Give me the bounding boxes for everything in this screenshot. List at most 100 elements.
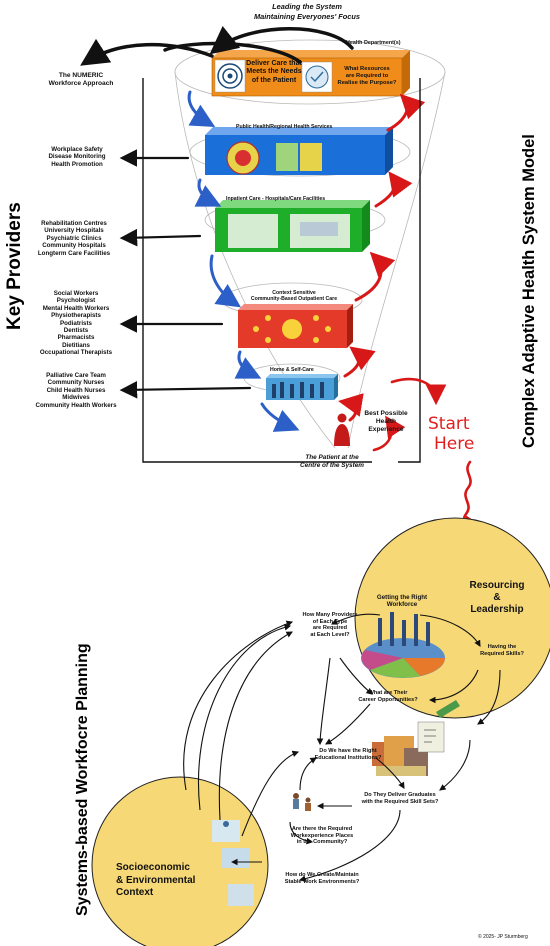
provider-item: Podiatrists	[60, 319, 92, 327]
provider-item: Social Workers	[53, 290, 99, 297]
q-line: Career Opportunities?	[358, 696, 418, 703]
community-box	[238, 304, 353, 348]
frame-lines	[142, 78, 421, 463]
socio-line: Socioeconomic	[116, 862, 190, 873]
q-stable: How do We Create/Maintain Stable Work En…	[266, 872, 378, 885]
patient-centre-line: The Patient at the	[305, 454, 359, 461]
red-arrows	[338, 93, 426, 422]
required-skills-line: Required Skills?	[480, 650, 524, 657]
resourcing-circle	[354, 517, 550, 719]
required-skills-label: Having the Required Skills?	[466, 644, 538, 657]
planning-arrows	[183, 613, 501, 882]
top-orange-box	[211, 50, 410, 97]
q-line: Do We have the Right	[319, 748, 377, 754]
level-context-line: Community-Based Outpatient Care	[250, 296, 338, 302]
level-inpatient-label: Inpatient Care - Hospitals/Care Faciliti…	[226, 196, 326, 202]
provider-item: Disease Monitoring	[48, 153, 106, 161]
q-line: are Required	[312, 625, 348, 632]
q-line: Educational Institutions?	[314, 754, 382, 761]
deliver-care-line: Meets the Needs	[246, 68, 302, 76]
header-line1: Leading the System	[272, 2, 342, 11]
what-resources-line: Realise the Purpose?	[337, 80, 397, 86]
providers-group-inpatient: Rehabilitation Centres University Hospit…	[22, 220, 126, 257]
provider-item: Pharmacists	[57, 334, 95, 342]
q-line: with the Required Skill Sets?	[361, 798, 439, 805]
socio-line: Context	[116, 887, 154, 898]
patient-figure	[334, 413, 350, 446]
start-arrows	[372, 377, 484, 539]
q-line: of Each Type	[312, 618, 348, 625]
providers-group-public: Workplace Safety Disease Monitoring Heal…	[28, 146, 126, 168]
q-line: How do We Create/Maintain	[285, 872, 359, 878]
here-word: Here	[434, 434, 475, 454]
socio-line: & Environmental	[116, 874, 196, 886]
q-career: What are Their Career Opportunities?	[344, 690, 432, 703]
q-graduates: Do They Deliver Graduates with the Requi…	[346, 792, 454, 805]
right-workforce-label: Getting the Right Workforce	[366, 594, 438, 609]
q-line: at Each Level?	[310, 631, 350, 638]
level-context-line: Context Sensitive	[272, 290, 316, 296]
workforce-planning-title: Systems-based Workfocre Planning	[74, 643, 91, 916]
provider-item: Dentists	[63, 327, 89, 335]
right-workforce-line: Getting the Right	[376, 594, 428, 601]
providers-group-home: Palliative Care Team Community Nurses Ch…	[24, 372, 128, 409]
numeric-line2: Workforce Approach	[48, 80, 114, 87]
workforce-pie	[361, 612, 445, 678]
resourcing-line: Leadership	[470, 604, 524, 615]
what-resources-label: What Resources are Required to Realise t…	[332, 66, 402, 87]
required-skills-line: Having the	[487, 644, 517, 650]
health-department-label: Health Department(s)	[346, 40, 401, 46]
level-context-label: Context Sensitive Community-Based Outpat…	[238, 290, 350, 302]
q-line: Workexperience Places	[290, 832, 354, 839]
right-workforce-line: Workforce	[386, 601, 418, 609]
provider-item: Psychologist	[56, 297, 96, 305]
provider-item: Workplace Safety	[51, 146, 103, 153]
community-people	[212, 793, 311, 906]
q-how-many: How Many Providers of Each Type are Requ…	[290, 612, 370, 638]
best-experience-line: Health	[375, 418, 397, 425]
provider-item: Palliative Care Team	[46, 372, 106, 379]
provider-item: Community Health Workers	[35, 401, 117, 409]
resourcing-line: Resourcing	[469, 580, 525, 591]
patient-centre-line: Centre of the System	[300, 462, 364, 469]
what-resources-line: What Resources	[344, 66, 390, 72]
deliver-care-line: Deliver Care that	[246, 60, 302, 67]
provider-item: University Hospitals	[44, 227, 104, 235]
provider-item: Community Hospitals	[42, 242, 106, 250]
resourcing-label: Resourcing & Leadership	[452, 580, 542, 616]
best-experience-label: Best Possible Health Experience	[354, 410, 418, 434]
what-resources-line: are Required to	[345, 73, 389, 79]
best-experience-line: Experience	[368, 426, 404, 433]
copyright: © 2025- JP Sturmberg	[478, 934, 528, 940]
q-line: How Many Providers	[302, 612, 358, 618]
q-line: Stable Work Environments?	[284, 878, 360, 885]
q-line: What are Their	[368, 690, 408, 696]
institution-buildings	[372, 700, 460, 776]
best-experience-line: Best Possible	[364, 410, 408, 417]
resourcing-line: &	[493, 592, 501, 603]
q-placements: Are there the Required Workexperience Pl…	[272, 826, 372, 846]
provider-item: Occupational Therapists	[39, 349, 113, 357]
deliver-care-label: Deliver Care that Meets the Needs of the…	[244, 60, 304, 85]
complex-model-title: Complex Adaptive Health System Model	[520, 134, 538, 448]
level-home-label: Home & Self-Care	[270, 367, 314, 373]
patient-centre-label: The Patient at the Centre of the System	[282, 454, 382, 470]
provider-item: Physiotherapists	[51, 312, 101, 320]
blue-arrows	[187, 90, 300, 432]
socio-label: Socioeconomic & Environmental Context	[116, 862, 195, 900]
key-providers-title: Key Providers	[4, 202, 25, 330]
q-institutions: Do We have the Right Educational Institu…	[296, 748, 400, 761]
provider-item: Rehabilitation Centres	[41, 220, 107, 227]
provider-item: Health Promotion	[51, 160, 103, 168]
provider-item: Dietitians	[62, 341, 90, 349]
q-line: in the Community?	[296, 839, 348, 846]
q-line: Are there the Required	[291, 826, 353, 832]
public-health-box	[205, 127, 393, 175]
provider-item: Psychiatric Clinics	[46, 234, 102, 242]
socio-circle	[91, 776, 269, 946]
provider-item: Longterm Care Facilities	[37, 249, 111, 257]
top-black-arrows	[80, 25, 354, 66]
provider-arrows	[119, 149, 252, 399]
